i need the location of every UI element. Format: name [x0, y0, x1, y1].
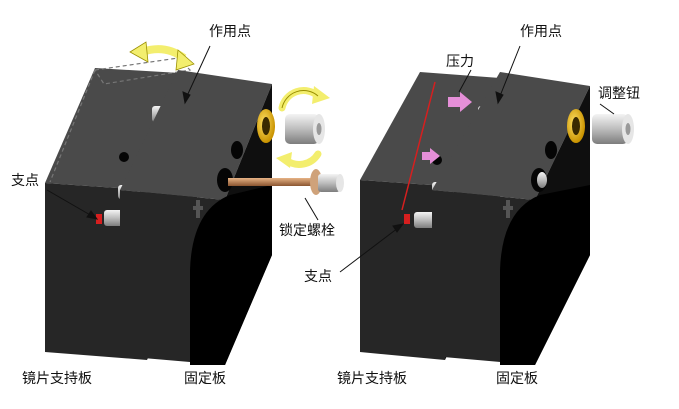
right-label-pressure: 压力: [446, 54, 474, 70]
right-fixed-plate: [432, 72, 590, 365]
left-leader-lines: [46, 45, 319, 221]
left-label-fixed-plate: 固定板: [184, 371, 226, 387]
left-adjust-knob[interactable]: [285, 114, 325, 144]
right-label-action-point: 作用点: [520, 24, 562, 40]
left-locking-bolt[interactable]: [228, 169, 344, 195]
left-swing-arrow: [129, 41, 195, 71]
left-label-mirror-plate: 镜片支持板: [22, 371, 92, 387]
right-label-mirror-plate: 镜片支持板: [337, 371, 407, 387]
right-leader-lines: [339, 45, 615, 273]
right-label-adjust-knob: 调整钮: [598, 86, 640, 102]
right-pressure-arrows: [422, 92, 472, 164]
left-label-lock-bolt: 锁定螺栓: [279, 223, 335, 239]
left-rotate-arrow: [276, 86, 330, 168]
right-adjust-knob[interactable]: [592, 114, 634, 144]
right-label-fixed-plate: 固定板: [496, 371, 538, 387]
right-assembly: [339, 45, 634, 365]
left-label-fulcrum: 支点: [11, 173, 39, 189]
left-label-action-point: 作用点: [209, 24, 251, 40]
right-fulcrum-mark: [404, 214, 410, 224]
right-label-fulcrum: 支点: [304, 269, 332, 285]
left-fulcrum-mark: [96, 214, 102, 224]
left-assembly: [45, 41, 344, 365]
